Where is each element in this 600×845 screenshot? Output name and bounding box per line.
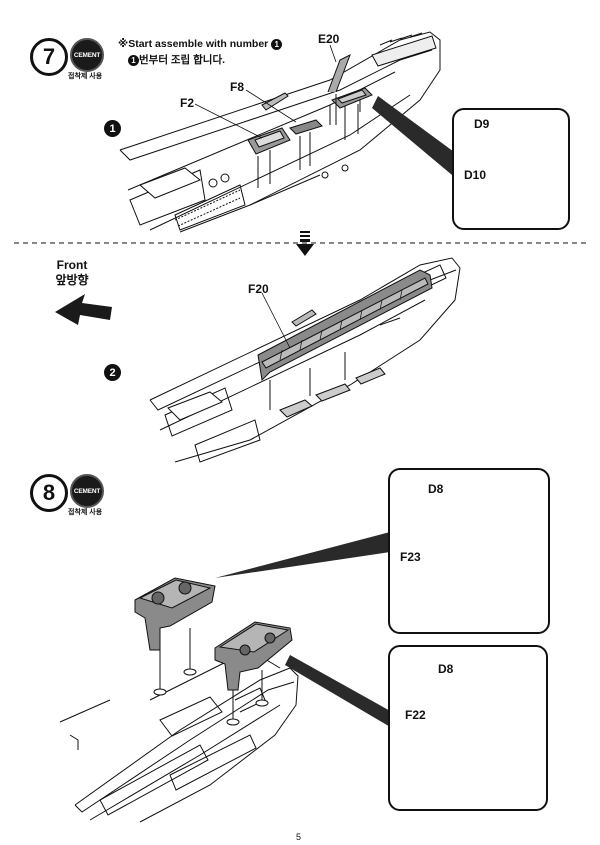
- cement-subtitle-step8: 접착제 사용: [68, 509, 103, 516]
- part-label-f2: F2: [180, 96, 195, 110]
- part-label-f8: F8: [230, 80, 245, 94]
- step-number-8: 8: [30, 474, 68, 512]
- part-label-f20: F20: [248, 282, 269, 296]
- part-label-f23: F23: [400, 550, 421, 564]
- note-prefix: ※: [118, 38, 129, 50]
- down-arrow-icon: [296, 231, 314, 256]
- detail-box-f23-d8: [388, 468, 550, 634]
- part-label-e20: E20: [318, 32, 340, 46]
- parts-step8: [134, 532, 392, 728]
- substep-2-badge: 2: [104, 364, 121, 381]
- front-arrow-icon: [55, 294, 112, 325]
- cement-icon-step8: CEMENT: [70, 474, 104, 508]
- part-label-f22: F22: [405, 708, 426, 722]
- part-label-d8-bottom: D8: [438, 662, 454, 676]
- page-number: 5: [296, 832, 302, 842]
- substep-1-badge: 1: [104, 120, 121, 137]
- step-number-7: 7: [30, 38, 68, 76]
- part-label-d8-top: D8: [428, 482, 444, 496]
- note-text-en: Start assemble with number: [128, 38, 269, 50]
- cement-subtitle: 접착제 사용: [68, 73, 103, 80]
- part-label-d9: D9: [474, 117, 490, 131]
- detail-box-d9-d10: [452, 108, 570, 230]
- note-number-badge: 1: [271, 38, 283, 50]
- note-text-kr: 번부터 조립 합니다.: [139, 54, 226, 66]
- detail-box-f22-d8: [388, 645, 548, 811]
- note-number-badge-kr: 1: [128, 54, 139, 66]
- front-label-kr: 앞방향: [55, 273, 89, 287]
- part-label-d10: D10: [464, 168, 487, 182]
- cement-icon: CEMENT: [70, 38, 104, 72]
- parts-step7-1: [247, 53, 465, 188]
- front-label-en: Front: [56, 258, 88, 272]
- hull-drawing-step7-1: [119, 31, 441, 233]
- parts-step7-2: [257, 269, 433, 418]
- front-direction-label: Front 앞방향: [42, 258, 102, 288]
- assembly-note-line1: ※Start assemble with number 1: [118, 38, 283, 50]
